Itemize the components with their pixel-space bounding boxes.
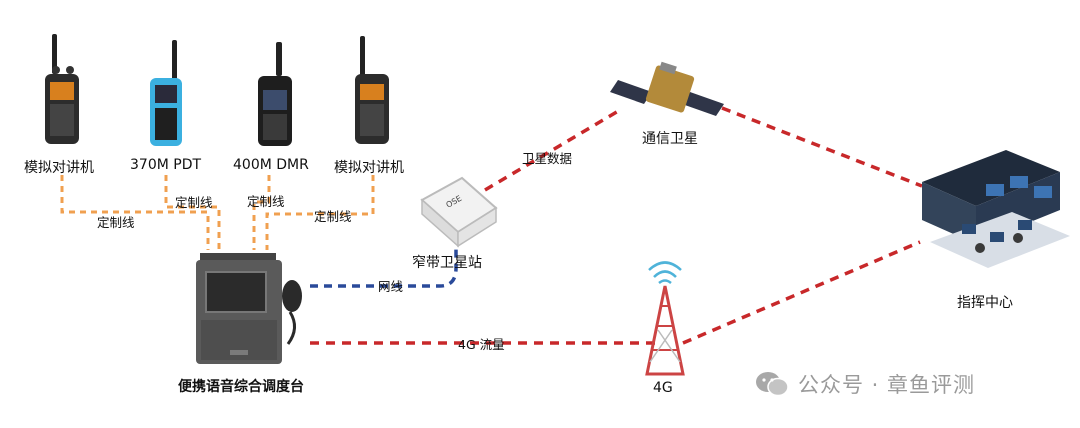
radio-analog-2 bbox=[355, 36, 389, 144]
satellite-data-label: 卫星数据 bbox=[522, 151, 573, 166]
network-cable-label: 网线 bbox=[378, 279, 404, 294]
dispatch-console-device bbox=[196, 253, 302, 364]
cable-label-2: 定制线 bbox=[175, 195, 213, 210]
red-links bbox=[310, 106, 923, 345]
radio-label-analog-1: 模拟对讲机 bbox=[24, 160, 94, 176]
command-center-device bbox=[922, 150, 1070, 268]
radio-label-dmr: 400M DMR bbox=[233, 157, 309, 173]
radio-label-analog-2: 模拟对讲机 bbox=[334, 160, 404, 176]
wechat-icon bbox=[756, 372, 789, 397]
cellular-traffic-label: 4G 流量 bbox=[458, 337, 505, 352]
cable-label-4: 定制线 bbox=[314, 209, 352, 224]
radio-analog-1 bbox=[45, 34, 79, 144]
command-center-label: 指挥中心 bbox=[957, 295, 1013, 311]
dispatch-console-label: 便携语音综合调度台 bbox=[178, 379, 304, 395]
satellite-device bbox=[610, 61, 724, 116]
watermark: 公众号 · 章鱼评测 bbox=[754, 368, 975, 400]
cable-label-3: 定制线 bbox=[247, 194, 285, 209]
watermark-text: 公众号 · 章鱼评测 bbox=[798, 373, 976, 397]
cable-label-1: 定制线 bbox=[97, 215, 135, 230]
satellite-label: 通信卫星 bbox=[642, 131, 698, 147]
radio-dmr bbox=[258, 42, 292, 146]
network-cable-line bbox=[310, 240, 458, 288]
radio-label-pdt: 370M PDT bbox=[130, 157, 202, 173]
satellite-terminal-device bbox=[420, 176, 498, 248]
tower-label: 4G bbox=[653, 380, 673, 396]
satellite-station-label: 窄带卫星站 bbox=[412, 255, 482, 271]
radio-pdt bbox=[150, 40, 182, 146]
custom-cable-lines bbox=[60, 175, 375, 250]
cell-tower-device bbox=[645, 261, 685, 376]
